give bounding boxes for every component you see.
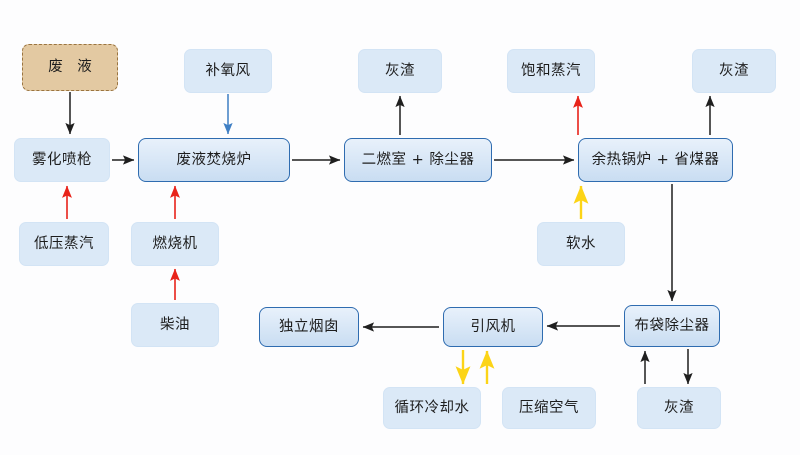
node-label: 补氧风 [205,62,251,79]
node-huizha_bot[interactable]: 灰渣 [637,387,721,429]
node-yinfengji[interactable]: 引风机 [443,307,543,347]
node-feiye[interactable]: 废 液 [22,44,118,91]
node-xunhuanshui[interactable]: 循环冷却水 [383,387,481,429]
node-label: 独立烟囱 [279,318,339,335]
node-erranshi[interactable]: 二燃室 + 除尘器 [344,138,492,182]
node-label: 循环冷却水 [394,399,470,416]
node-wuhuapenqiang[interactable]: 雾化喷枪 [14,138,110,182]
node-label: 废 液 [48,59,97,76]
node-label: 软水 [566,235,596,252]
node-yureguolu[interactable]: 余热锅炉 + 省煤器 [578,138,733,182]
node-label: 引风机 [470,318,516,335]
node-label: 灰渣 [719,62,749,79]
node-label: 灰渣 [664,399,694,416]
node-label: 压缩空气 [519,399,579,416]
node-label: 余热锅炉 + 省煤器 [591,151,720,168]
node-label: 废液焚烧炉 [176,151,252,168]
node-label: 布袋除尘器 [634,317,710,334]
node-budaichuchen[interactable]: 布袋除尘器 [624,305,720,347]
node-diyazhengqi[interactable]: 低压蒸汽 [19,222,109,266]
node-yasuokongqi[interactable]: 压缩空气 [502,387,596,429]
node-label: 低压蒸汽 [34,235,94,252]
node-fenshaolu[interactable]: 废液焚烧炉 [138,138,290,182]
node-ruanshui[interactable]: 软水 [537,222,625,266]
node-huizha_top2[interactable]: 灰渣 [692,49,776,93]
node-label: 燃烧机 [152,235,198,252]
node-label: 二燃室 + 除尘器 [361,151,475,168]
node-ranshaoji[interactable]: 燃烧机 [131,222,219,266]
node-chaiyou[interactable]: 柴油 [131,303,219,347]
node-label: 柴油 [160,316,190,333]
node-buyangfeng[interactable]: 补氧风 [184,49,272,93]
node-label: 灰渣 [385,62,415,79]
node-huizha_top1[interactable]: 灰渣 [358,49,442,93]
node-baohezhengqi[interactable]: 饱和蒸汽 [507,49,595,93]
node-label: 饱和蒸汽 [521,62,581,79]
node-label: 雾化喷枪 [32,151,92,168]
node-duliyancong[interactable]: 独立烟囱 [259,307,359,347]
